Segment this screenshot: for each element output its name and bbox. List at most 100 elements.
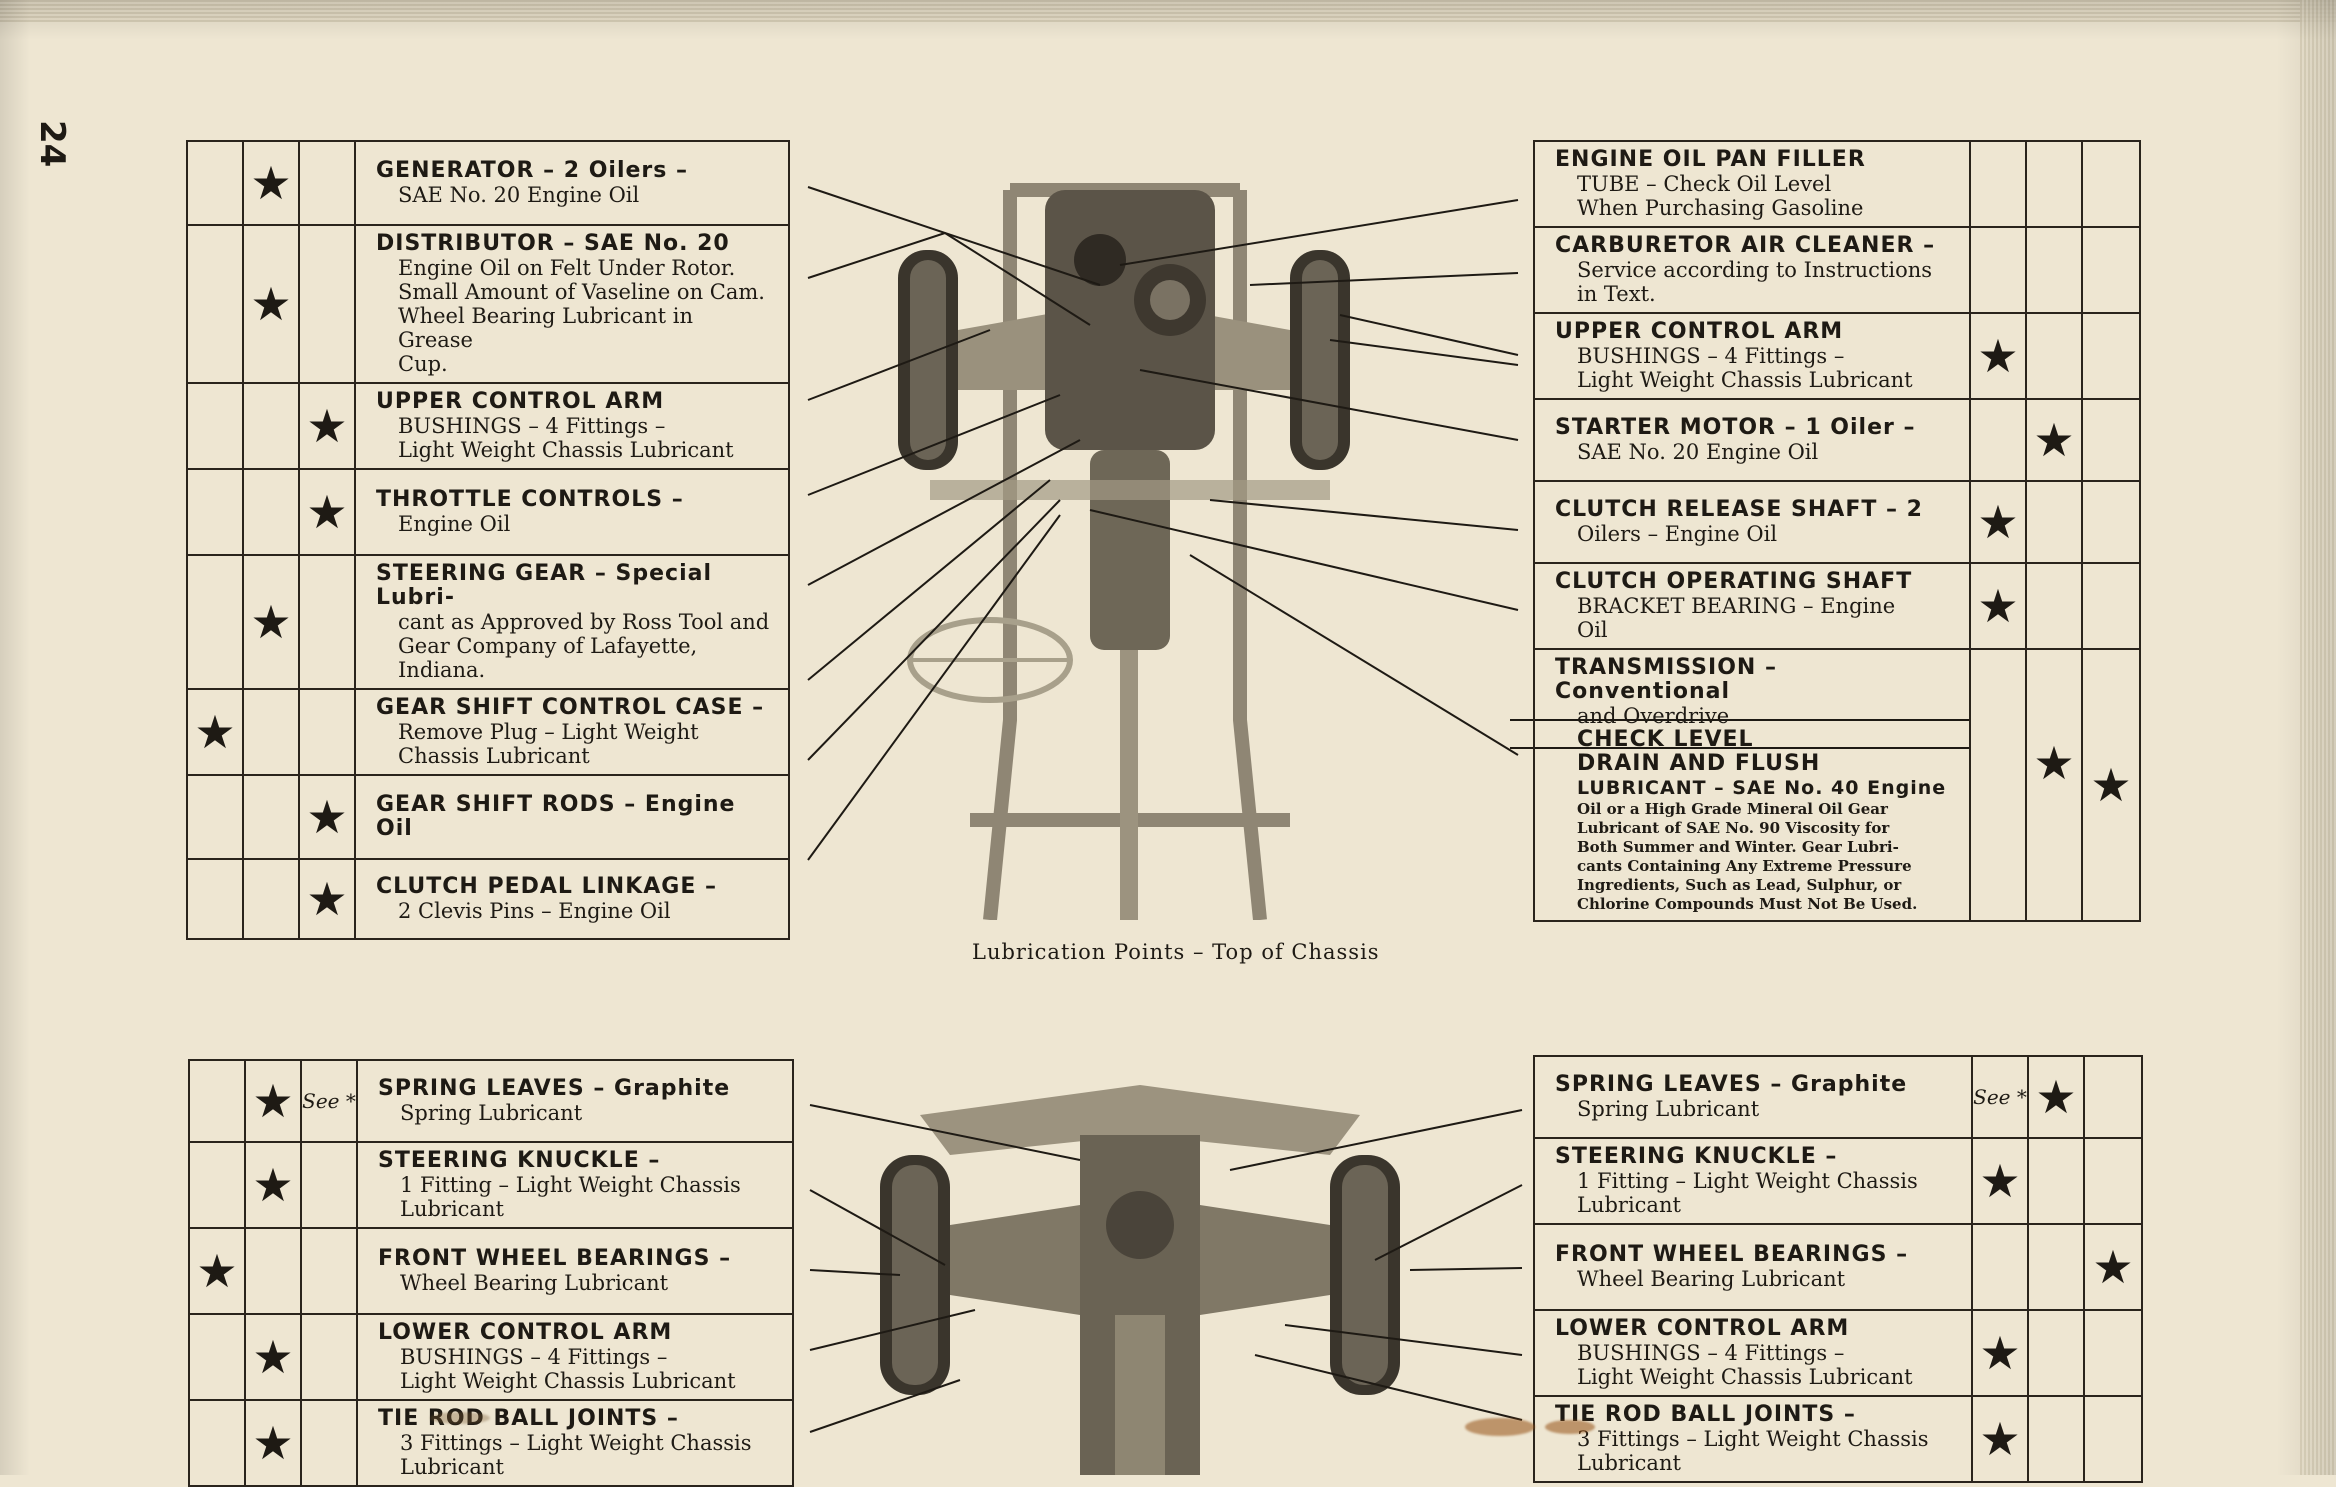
item-description: STEERING GEAR – Special Lubri-cant as Ap… — [354, 554, 790, 690]
star-cell: ★ — [298, 382, 356, 470]
item-heading: STEERING KNUCKLE – — [1555, 1144, 1838, 1169]
item-heading: CLUTCH RELEASE SHAFT – 2 — [1555, 497, 1923, 522]
item-heading: TRANSMISSION – Conventional — [1555, 655, 1777, 704]
star-icon: ★ — [1977, 579, 2019, 633]
item-line: and Overdrive — [1577, 704, 1730, 728]
item-description: GEAR SHIFT RODS – Engine Oil — [354, 774, 790, 860]
star-icon: ★ — [252, 1416, 294, 1470]
table-row: ★CLUTCH PEDAL LINKAGE –2 Clevis Pins – E… — [186, 858, 790, 940]
item-line: Engine Oil on Felt Under Rotor. — [398, 256, 736, 280]
star-cell — [186, 140, 244, 226]
star-cell — [300, 1313, 358, 1401]
rust-stain — [1545, 1420, 1595, 1434]
star-cell: ★ — [242, 554, 300, 690]
star-cell — [298, 140, 356, 226]
star-cell — [2081, 480, 2141, 564]
star-cell — [186, 858, 244, 940]
see-note: See * — [302, 1089, 356, 1113]
star-icon: ★ — [250, 156, 292, 210]
item-line: in Text. — [1577, 282, 1656, 306]
item-line: Light Weight Chassis Lubricant — [400, 1369, 736, 1393]
star-cell — [2025, 312, 2083, 400]
item-line: Wheel Bearing Lubricant in Grease — [398, 304, 693, 352]
star-cell — [300, 1227, 358, 1315]
table-row: ★ GEAR SHIFT CONTROL CASE –Remove Plug – … — [186, 688, 790, 776]
star-icon: ★ — [306, 872, 348, 926]
star-cell — [1969, 398, 2027, 482]
item-line: SAE No. 20 Engine Oil — [1577, 440, 1819, 464]
table-row: ★GENERATOR – 2 Oilers –SAE No. 20 Engine… — [186, 140, 790, 226]
star-icon: ★ — [2033, 413, 2075, 467]
star-icon: ★ — [252, 1074, 294, 1128]
star-cell: ★ — [298, 468, 356, 556]
star-icon: ★ — [250, 595, 292, 649]
star-cell — [188, 1141, 246, 1229]
star-cell: ★ — [298, 774, 356, 860]
star-cell — [242, 858, 300, 940]
star-cell — [242, 382, 300, 470]
item-line: 1 Fitting – Light Weight Chassis — [1577, 1169, 1918, 1193]
item-heading: TIE ROD BALL JOINTS – — [378, 1406, 679, 1431]
fine-print-line: Lubricant of SAE No. 90 Viscosity for — [1577, 819, 1890, 837]
table-row: ★TIE ROD BALL JOINTS –3 Fittings – Light… — [188, 1399, 794, 1487]
rust-stain — [430, 1412, 490, 1424]
item-heading: UPPER CONTROL ARM — [376, 389, 665, 414]
star-cell: ★ — [186, 688, 244, 776]
item-line: Wheel Bearing Lubricant — [1577, 1267, 1846, 1291]
item-line: Lubricant — [400, 1455, 504, 1479]
table-row: STEERING KNUCKLE –1 Fitting – Light Weig… — [1533, 1137, 2143, 1225]
star-icon: ★ — [252, 1330, 294, 1384]
item-heading: CARBURETOR AIR CLEANER – — [1555, 233, 1936, 258]
star-cell: ★ — [244, 1059, 302, 1143]
star-icon: ★ — [194, 705, 236, 759]
item-line: 2 Clevis Pins – Engine Oil — [398, 899, 671, 923]
star-cell — [1969, 140, 2027, 228]
item-line: BUSHINGS – 4 Fittings – — [398, 414, 666, 438]
star-cell — [186, 224, 244, 384]
star-cell — [2027, 1137, 2085, 1225]
item-line: Oilers – Engine Oil — [1577, 522, 1778, 546]
item-heading: SPRING LEAVES – Graphite — [378, 1076, 731, 1101]
star-cell — [2081, 398, 2141, 482]
item-line: Engine Oil — [398, 512, 511, 536]
item-description: FRONT WHEEL BEARINGS –Wheel Bearing Lubr… — [356, 1227, 794, 1315]
star-cell: ★ — [1971, 1137, 2029, 1225]
table-top-left: ★GENERATOR – 2 Oilers –SAE No. 20 Engine… — [186, 140, 790, 940]
item-heading: TIE ROD BALL JOINTS – — [1555, 1402, 1856, 1427]
star-cell: ★ — [1971, 1309, 2029, 1397]
star-cell: ★ — [2025, 398, 2083, 482]
star-icon: ★ — [2090, 758, 2132, 812]
star-cell — [2027, 1223, 2085, 1311]
star-cell — [2081, 140, 2141, 228]
item-heading: LOWER CONTROL ARM — [1555, 1316, 1850, 1341]
item-heading: THROTTLE CONTROLS – — [376, 487, 684, 512]
item-line: Chassis Lubricant — [398, 744, 590, 768]
item-line: Lubricant — [400, 1197, 504, 1221]
star-cell — [2025, 140, 2083, 228]
star-cell — [186, 382, 244, 470]
check-level-label: CHECK LEVEL — [1577, 727, 1754, 752]
item-line: Remove Plug – Light Weight — [398, 720, 699, 744]
item-heading: STEERING GEAR – Special Lubri- — [376, 561, 713, 610]
item-description: CLUTCH PEDAL LINKAGE –2 Clevis Pins – En… — [354, 858, 790, 940]
item-heading: SPRING LEAVES – Graphite — [1555, 1072, 1908, 1097]
item-line: BRACKET BEARING – Engine — [1577, 594, 1896, 618]
page-top-edge — [0, 0, 2336, 22]
item-heading: CLUTCH OPERATING SHAFT — [1555, 569, 1913, 594]
table-row: ★STEERING KNUCKLE –1 Fitting – Light Wei… — [188, 1141, 794, 1229]
item-description: STEERING KNUCKLE –1 Fitting – Light Weig… — [356, 1141, 794, 1229]
item-heading: GEAR SHIFT CONTROL CASE – — [376, 695, 765, 720]
table-row: ★FRONT WHEEL BEARINGS –Wheel Bearing Lub… — [188, 1227, 794, 1315]
see-note: See * — [1973, 1085, 2027, 1109]
